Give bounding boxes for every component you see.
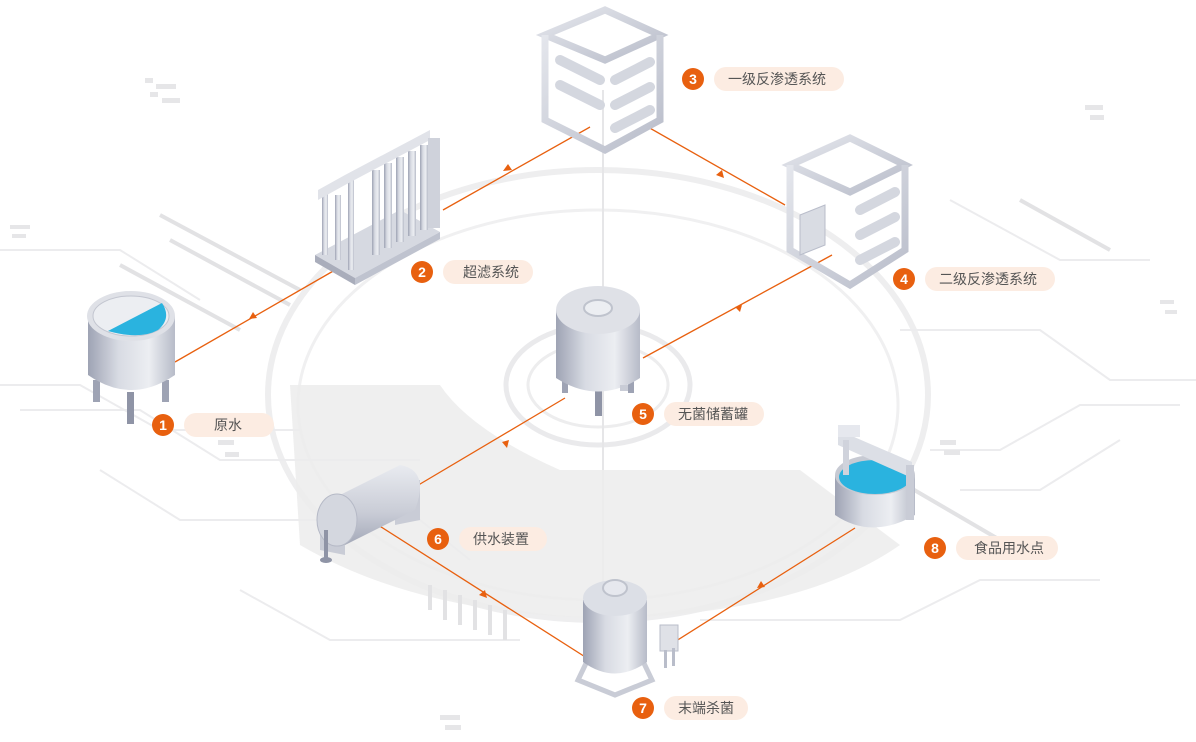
step-label-2: 2 超滤系统 (411, 260, 533, 284)
step-label-6: 6 供水装置 (427, 527, 547, 551)
step-name: 原水 (184, 413, 274, 437)
flow-line-2-3 (442, 126, 591, 211)
step-label-4: 4 二级反渗透系统 (893, 267, 1055, 291)
arrow-6-7 (479, 590, 487, 598)
step-name: 供水装置 (459, 527, 547, 551)
step-name: 无菌储蓄罐 (664, 402, 764, 426)
flow-line-3-4 (647, 126, 786, 206)
ro-frame-stage-2-illustration (781, 134, 913, 290)
food-water-basin-illustration (835, 425, 915, 528)
step-label-7: 7 末端杀菌 (632, 696, 748, 720)
step-number-badge: 2 (411, 261, 433, 283)
ro-frame-stage-1-illustration (535, 6, 669, 154)
step-name: 超滤系统 (443, 260, 533, 284)
step-number-badge: 5 (632, 403, 654, 425)
ultrafiltration-rack-illustration (315, 130, 440, 285)
step-name: 食品用水点 (956, 536, 1058, 560)
step-number-badge: 1 (152, 414, 174, 436)
arrow-1-2 (249, 312, 257, 319)
terminal-sterilizer-illustration (574, 579, 679, 698)
step-number-badge: 3 (682, 68, 704, 90)
step-number-badge: 6 (427, 528, 449, 550)
arrow-2-3 (503, 164, 512, 171)
step-number-badge: 8 (924, 537, 946, 559)
background-sector (290, 385, 900, 618)
flow-line-5-6 (409, 397, 566, 491)
arrow-4-5 (735, 305, 742, 312)
step-label-8: 8 食品用水点 (924, 536, 1058, 560)
flow-arrows (249, 164, 765, 598)
step-label-1: 1 原水 (152, 413, 274, 437)
arrow-3-4 (716, 170, 724, 178)
step-number-badge: 4 (893, 268, 915, 290)
step-number-badge: 7 (632, 697, 654, 719)
step-name: 二级反渗透系统 (925, 267, 1055, 291)
background-dash-marks (10, 78, 1177, 730)
horizontal-supply-tank-illustration (316, 465, 420, 563)
sterile-storage-tank-illustration (556, 286, 640, 416)
arrow-5-6 (502, 440, 509, 448)
step-name: 末端杀菌 (664, 696, 748, 720)
step-label-5: 5 无菌储蓄罐 (632, 402, 764, 426)
flow-line-7-8 (664, 527, 856, 649)
arrow-7-8 (757, 581, 765, 588)
step-name: 一级反渗透系统 (714, 67, 844, 91)
step-label-3: 3 一级反渗透系统 (682, 67, 844, 91)
raw-water-tank-illustration (87, 291, 175, 424)
